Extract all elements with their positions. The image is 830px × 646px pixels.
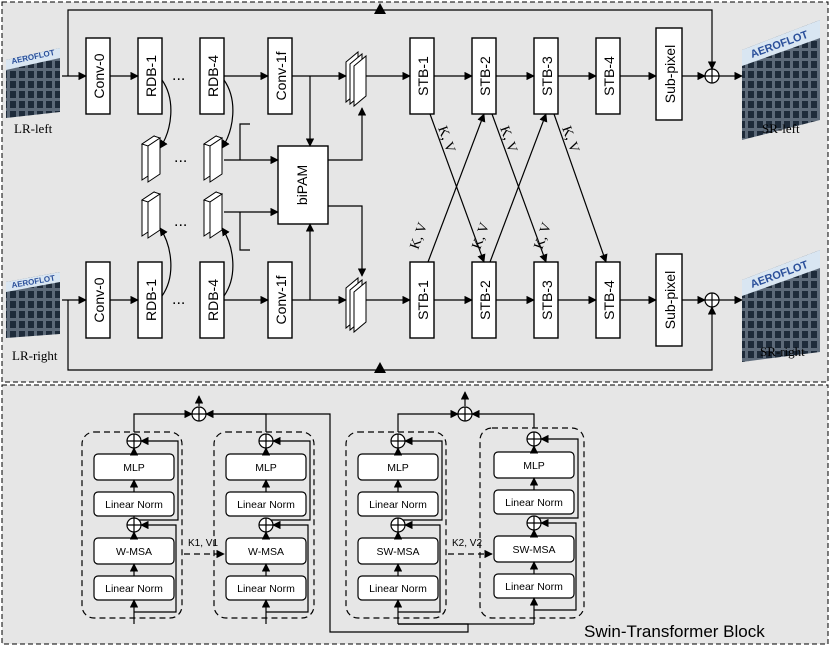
stb4-top: STB-4 (595, 37, 621, 115)
sr-left-image: AEROFLOT (742, 20, 820, 140)
subpixel-top: Sub-pixel (655, 27, 683, 121)
linear-norm-box-2a: Linear Norm (225, 491, 307, 517)
rdb4-bottom: RDB-4 (199, 261, 225, 339)
svg-text:W-MSA: W-MSA (248, 546, 284, 558)
kv-cross-arrows (427, 113, 608, 263)
svg-text:STB-4: STB-4 (601, 56, 617, 96)
block-container-4 (479, 427, 585, 619)
rdb1-bottom: RDB-1 (137, 261, 163, 339)
svg-text:Linear Norm: Linear Norm (237, 499, 295, 511)
swmsa-box-3: SW-MSA (357, 537, 439, 565)
stb3-bottom: STB-3 (533, 261, 559, 339)
sr-right-image: AEROFLOT (742, 250, 820, 362)
lr-right-label: LR-right (12, 348, 58, 363)
feature-stack-icon (140, 50, 367, 334)
bottom-flow-arrows (62, 295, 743, 373)
svg-text:STB-4: STB-4 (601, 280, 617, 320)
linear-norm-box-1b: Linear Norm (93, 575, 175, 601)
svg-text:Linear Norm: Linear Norm (369, 583, 427, 595)
stb2-top: STB-2 (471, 37, 497, 115)
svg-text:Linear Norm: Linear Norm (505, 581, 563, 593)
wmsa-box-2: W-MSA (225, 537, 307, 565)
svg-text:MLP: MLP (523, 460, 545, 472)
conv0-bottom: Conv-0 (85, 261, 111, 339)
block-container-3 (345, 431, 447, 619)
rdb4-top: RDB-4 (199, 37, 225, 115)
svg-text:Linear Norm: Linear Norm (105, 583, 163, 595)
block-container-1 (81, 431, 183, 619)
block-container-2 (213, 431, 315, 619)
mlp-box-3: MLP (357, 453, 439, 481)
kv1-label: K1, V1 (188, 538, 218, 549)
linear-norm-box-1a: Linear Norm (93, 491, 175, 517)
swin-block-arrows (129, 391, 579, 633)
svg-text:Linear Norm: Linear Norm (105, 499, 163, 511)
svg-text:Sub-pixel: Sub-pixel (662, 45, 678, 103)
sr-right-label: SR-right (760, 344, 805, 359)
mlp-box-4: MLP (493, 451, 575, 479)
svg-text:Linear Norm: Linear Norm (237, 583, 295, 595)
ellipsis-mid-top: ... (174, 149, 187, 166)
wmsa-box-1: W-MSA (93, 537, 175, 565)
ellipsis-top: ... (172, 67, 185, 84)
svg-text:STB-2: STB-2 (477, 280, 493, 320)
rdb1-top: RDB-1 (137, 37, 163, 115)
svg-text:MLP: MLP (255, 462, 277, 474)
svg-text:SW-MSA: SW-MSA (377, 546, 420, 558)
bipam-module: biPAM (277, 145, 329, 225)
svg-text:STB-3: STB-3 (539, 280, 555, 320)
stb2-bottom: STB-2 (471, 261, 497, 339)
svg-text:STB-1: STB-1 (415, 280, 431, 320)
svg-text:MLP: MLP (387, 462, 409, 474)
svg-text:SW-MSA: SW-MSA (513, 544, 556, 556)
svg-text:RDB-1: RDB-1 (143, 55, 159, 97)
conv1f-bottom: Conv-1f (267, 261, 293, 339)
kv2-label: K2, V2 (452, 538, 482, 549)
svg-text:STB-3: STB-3 (539, 56, 555, 96)
mlp-box-2: MLP (225, 453, 307, 481)
svg-text:Conv-1f: Conv-1f (273, 51, 289, 100)
lr-right-image: AEROFLOT (6, 272, 60, 338)
stb4-bottom: STB-4 (595, 261, 621, 339)
sr-left-label: SR-left (762, 121, 800, 136)
linear-norm-box-3a: Linear Norm (357, 491, 439, 517)
adder-icons (126, 406, 542, 533)
svg-text:STB-1: STB-1 (415, 56, 431, 96)
linear-norm-box-4a: Linear Norm (493, 489, 575, 515)
stb1-top: STB-1 (409, 37, 435, 115)
ellipsis-mid-bottom: ... (174, 213, 187, 230)
rdb-feature-arrows (159, 76, 367, 300)
svg-text:STB-2: STB-2 (477, 56, 493, 96)
mlp-box-1: MLP (93, 453, 175, 481)
svg-text:Conv-1f: Conv-1f (273, 275, 289, 324)
linear-norm-box-3b: Linear Norm (357, 575, 439, 601)
svg-text:W-MSA: W-MSA (116, 546, 152, 558)
svg-text:biPAM: biPAM (294, 165, 310, 205)
svg-text:Conv-0: Conv-0 (91, 277, 107, 322)
svg-text:Conv-0: Conv-0 (91, 53, 107, 98)
svg-text:Sub-pixel: Sub-pixel (662, 271, 678, 329)
top-flow-arrows (62, 3, 743, 81)
conv1f-top: Conv-1f (267, 37, 293, 115)
linear-norm-box-4b: Linear Norm (493, 573, 575, 599)
swmsa-box-4: SW-MSA (493, 535, 575, 563)
conv0-top: Conv-0 (85, 37, 111, 115)
svg-text:RDB-4: RDB-4 (205, 279, 221, 321)
svg-text:RDB-1: RDB-1 (143, 279, 159, 321)
subpixel-bottom: Sub-pixel (655, 253, 683, 347)
svg-text:RDB-4: RDB-4 (205, 55, 221, 97)
linear-norm-box-2b: Linear Norm (225, 575, 307, 601)
svg-text:Linear Norm: Linear Norm (505, 497, 563, 509)
stb3-top: STB-3 (533, 37, 559, 115)
svg-text:MLP: MLP (123, 462, 145, 474)
lr-left-label: LR-left (14, 121, 53, 136)
lr-left-image: AEROFLOT (6, 48, 60, 118)
svg-text:Linear Norm: Linear Norm (369, 499, 427, 511)
swin-block-title: Swin-Transformer Block (584, 622, 765, 641)
stb1-bottom: STB-1 (409, 261, 435, 339)
ellipsis-bottom: ... (172, 291, 185, 308)
